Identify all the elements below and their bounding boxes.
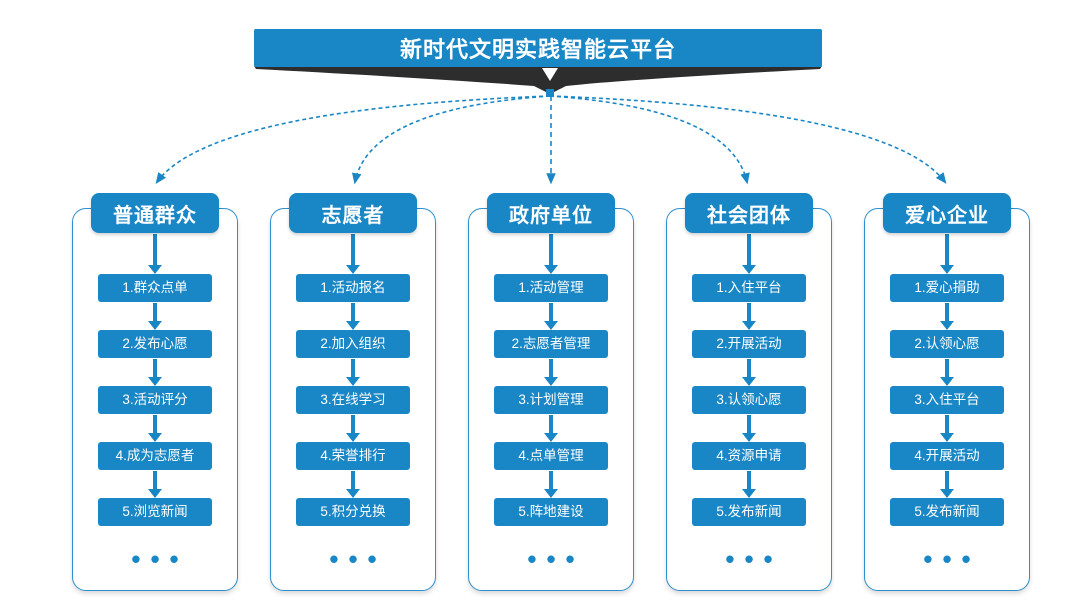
down-arrow-icon (146, 358, 164, 386)
down-arrow-icon (938, 414, 956, 442)
flow-step: 3.计划管理 (494, 386, 608, 414)
down-arrow-icon (542, 470, 560, 498)
column-flow: 1.爱心捐助 2.认领心愿 3.入住平台 4.开展活动 5.发布新闻 ••• (864, 233, 1030, 572)
down-arrow-icon (542, 233, 560, 274)
column-flow: 1.群众点单 2.发布心愿 3.活动评分 4.成为志愿者 5.浏览新闻 ••• (72, 233, 238, 572)
flow-step: 3.入住平台 (890, 386, 1004, 414)
column-header: 政府单位 (487, 193, 615, 233)
column-volunteers: 志愿者 1.活动报名 2.加入组织 3.在线学习 4.荣誉排行 5.积分兑换 •… (270, 193, 436, 591)
column-header: 志愿者 (289, 193, 417, 233)
flow-step: 4.开展活动 (890, 442, 1004, 470)
flow-step: 3.活动评分 (98, 386, 212, 414)
flow-step: 4.荣誉排行 (296, 442, 410, 470)
column-header: 普通群众 (91, 193, 219, 233)
flow-step: 2.加入组织 (296, 330, 410, 358)
column-caring-enterprises: 爱心企业 1.爱心捐助 2.认领心愿 3.入住平台 4.开展活动 5.发布新闻 … (864, 193, 1030, 591)
flow-step: 1.活动报名 (296, 274, 410, 302)
flow-step: 2.开展活动 (692, 330, 806, 358)
down-arrow-icon (740, 233, 758, 274)
dashed-link-4 (549, 95, 750, 185)
flow-step: 3.在线学习 (296, 386, 410, 414)
flow-step: 5.发布新闻 (890, 498, 1004, 526)
flow-step: 1.入住平台 (692, 274, 806, 302)
down-arrow-icon (938, 358, 956, 386)
column-ordinary-masses: 普通群众 1.群众点单 2.发布心愿 3.活动评分 4.成为志愿者 5.浏览新闻… (72, 193, 238, 591)
more-steps-indicator: ••• (527, 544, 585, 574)
column-flow: 1.入住平台 2.开展活动 3.认领心愿 4.资源申请 5.发布新闻 ••• (666, 233, 832, 572)
down-arrow-icon (146, 414, 164, 442)
down-arrow-icon (938, 470, 956, 498)
flow-step: 2.认领心愿 (890, 330, 1004, 358)
more-steps-indicator: ••• (329, 544, 387, 574)
column-flow: 1.活动管理 2.志愿者管理 3.计划管理 4.点单管理 5.阵地建设 ••• (468, 233, 634, 572)
funnel-arrow-icon (542, 68, 558, 81)
flow-step: 1.爱心捐助 (890, 274, 1004, 302)
more-steps-indicator: ••• (131, 544, 189, 574)
down-arrow-icon (542, 414, 560, 442)
down-arrow-icon (146, 233, 164, 274)
funnel-shape (254, 66, 822, 94)
flow-step: 1.群众点单 (98, 274, 212, 302)
more-steps-indicator: ••• (923, 544, 981, 574)
down-arrow-icon (740, 470, 758, 498)
down-arrow-icon (344, 414, 362, 442)
dashed-link-1 (155, 95, 551, 184)
flow-step: 5.浏览新闻 (98, 498, 212, 526)
column-government-units: 政府单位 1.活动管理 2.志愿者管理 3.计划管理 4.点单管理 5.阵地建设… (468, 193, 634, 591)
down-arrow-icon (740, 358, 758, 386)
dashed-link-2 (352, 95, 551, 185)
down-arrow-icon (344, 302, 362, 330)
column-social-organizations: 社会团体 1.入住平台 2.开展活动 3.认领心愿 4.资源申请 5.发布新闻 … (666, 193, 832, 591)
column-header: 爱心企业 (883, 193, 1011, 233)
down-arrow-icon (146, 302, 164, 330)
more-steps-indicator: ••• (725, 544, 783, 574)
down-arrow-icon (938, 233, 956, 274)
platform-title: 新时代文明实践智能云平台 (254, 29, 822, 67)
down-arrow-icon (740, 302, 758, 330)
flow-step: 4.成为志愿者 (98, 442, 212, 470)
flow-step: 4.点单管理 (494, 442, 608, 470)
flow-step: 5.发布新闻 (692, 498, 806, 526)
column-header: 社会团体 (685, 193, 813, 233)
flow-step: 3.认领心愿 (692, 386, 806, 414)
down-arrow-icon (740, 414, 758, 442)
flow-step: 5.阵地建设 (494, 498, 608, 526)
flow-step: 2.志愿者管理 (494, 330, 608, 358)
flow-step: 2.发布心愿 (98, 330, 212, 358)
down-arrow-icon (542, 358, 560, 386)
column-flow: 1.活动报名 2.加入组织 3.在线学习 4.荣誉排行 5.积分兑换 ••• (270, 233, 436, 572)
down-arrow-icon (344, 233, 362, 274)
flow-step: 1.活动管理 (494, 274, 608, 302)
down-arrow-icon (146, 470, 164, 498)
down-arrow-icon (938, 302, 956, 330)
flow-step: 5.积分兑换 (296, 498, 410, 526)
down-arrow-icon (344, 358, 362, 386)
down-arrow-icon (542, 302, 560, 330)
dashed-link-5 (549, 95, 947, 184)
down-arrow-icon (344, 470, 362, 498)
hub-node (546, 89, 554, 97)
flow-step: 4.资源申请 (692, 442, 806, 470)
